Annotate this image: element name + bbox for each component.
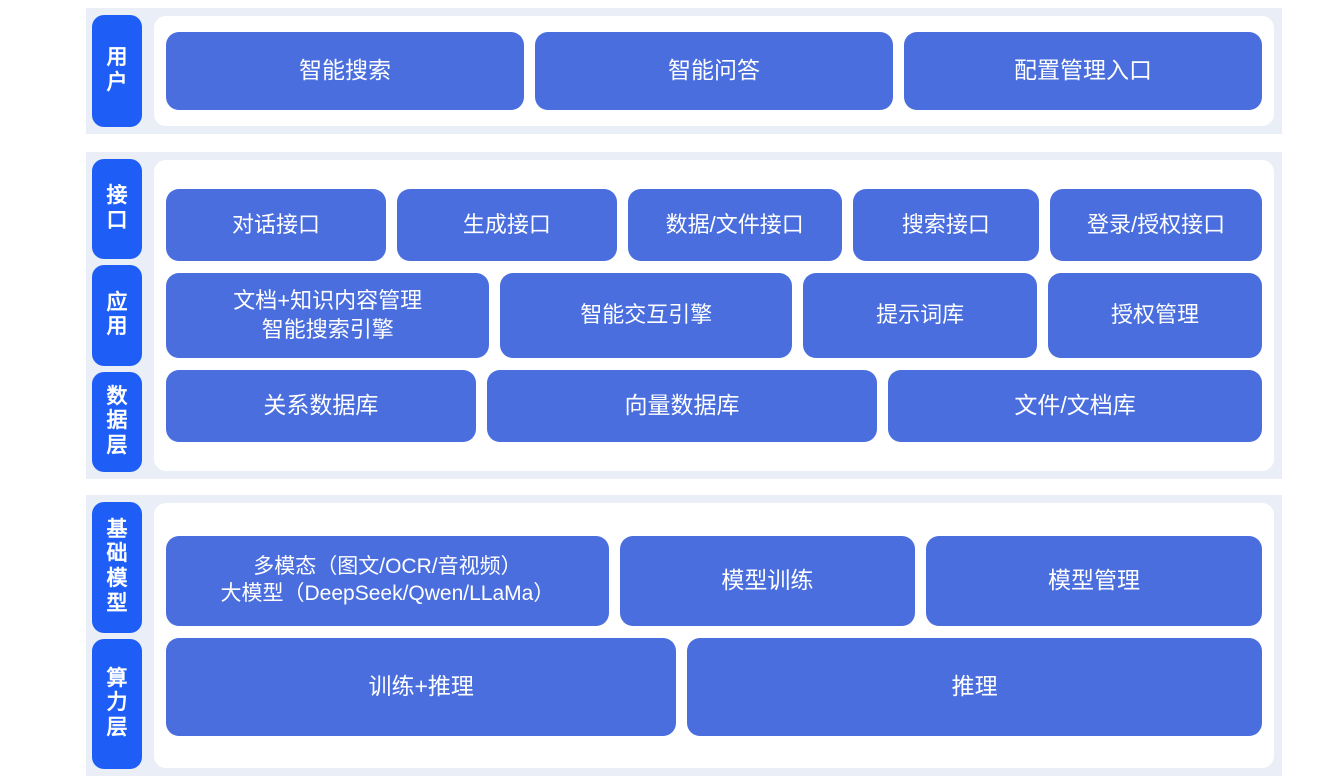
side-label-compute-layer-text: 算力层 xyxy=(106,666,128,740)
row-interface: 对话接口 生成接口 数据/文件接口 搜索接口 登录/授权接口 xyxy=(166,189,1262,261)
side-label-user-text: 用户 xyxy=(106,46,128,94)
card-model-training[interactable]: 模型训练 xyxy=(619,535,915,626)
label-rail-middle: 接口 应用 数据层 xyxy=(86,152,148,479)
card-data-file-api[interactable]: 数据/文件接口 xyxy=(627,189,842,261)
card-multimodal-large-model[interactable]: 多模态（图文/OCR/音视频） 大模型（DeepSeek/Qwen/LLaMa） xyxy=(166,535,609,626)
panel-middle: 对话接口 生成接口 数据/文件接口 搜索接口 登录/授权接口 文档+知识内容管理… xyxy=(154,160,1274,471)
card-intelligent-qa[interactable]: 智能问答 xyxy=(535,32,893,110)
row-compute: 训练+推理 推理 xyxy=(166,637,1262,736)
card-training-inference[interactable]: 训练+推理 xyxy=(166,637,677,736)
panel-user: 智能搜索 智能问答 配置管理入口 xyxy=(154,16,1274,126)
side-label-foundation-model: 基础模型 xyxy=(92,502,142,633)
card-intelligent-interaction-engine[interactable]: 智能交互引擎 xyxy=(500,273,793,358)
side-label-interface: 接口 xyxy=(92,159,142,260)
card-intelligent-search[interactable]: 智能搜索 xyxy=(166,32,524,110)
side-label-compute-layer: 算力层 xyxy=(92,638,142,769)
card-generation-api[interactable]: 生成接口 xyxy=(396,189,617,261)
side-label-user: 用户 xyxy=(92,15,142,127)
side-label-application-text: 应用 xyxy=(106,290,128,339)
side-label-data-layer-text: 数据层 xyxy=(106,384,128,458)
row-data: 关系数据库 向量数据库 文件/文档库 xyxy=(166,370,1262,442)
row-application: 文档+知识内容管理 智能搜索引擎 智能交互引擎 提示词库 授权管理 xyxy=(166,273,1262,358)
label-rail-user: 用户 xyxy=(86,8,148,134)
card-search-api[interactable]: 搜索接口 xyxy=(852,189,1040,261)
card-vector-database[interactable]: 向量数据库 xyxy=(486,370,878,442)
row-model: 多模态（图文/OCR/音视频） 大模型（DeepSeek/Qwen/LLaMa）… xyxy=(166,535,1263,626)
card-model-management[interactable]: 模型管理 xyxy=(925,535,1263,626)
card-login-auth-api[interactable]: 登录/授权接口 xyxy=(1050,189,1262,261)
card-document-knowledge-management[interactable]: 文档+知识内容管理 智能搜索引擎 xyxy=(166,273,490,358)
section-base: 基础模型 算力层 多模态（图文/OCR/音视频） 大模型（DeepSeek/Qw… xyxy=(86,495,1282,776)
card-prompt-library[interactable]: 提示词库 xyxy=(803,273,1038,358)
section-user: 用户 智能搜索 智能问答 配置管理入口 xyxy=(86,8,1282,134)
card-file-document-store[interactable]: 文件/文档库 xyxy=(888,370,1262,442)
row-user: 智能搜索 智能问答 配置管理入口 xyxy=(166,32,1262,110)
card-inference[interactable]: 推理 xyxy=(687,637,1262,736)
side-label-data-layer: 数据层 xyxy=(92,371,142,472)
card-config-management-entry[interactable]: 配置管理入口 xyxy=(904,32,1262,110)
side-label-foundation-model-text: 基础模型 xyxy=(106,517,128,616)
label-rail-base: 基础模型 算力层 xyxy=(86,495,148,776)
card-dialog-api[interactable]: 对话接口 xyxy=(166,189,386,261)
side-label-application: 应用 xyxy=(92,265,142,366)
card-relational-database[interactable]: 关系数据库 xyxy=(166,370,476,442)
side-label-interface-text: 接口 xyxy=(106,184,128,233)
panel-base: 多模态（图文/OCR/音视频） 大模型（DeepSeek/Qwen/LLaMa）… xyxy=(154,503,1274,768)
card-authorization-management[interactable]: 授权管理 xyxy=(1048,273,1262,358)
section-middle: 接口 应用 数据层 对话接口 生成接口 数据/文件接口 搜索接口 登录/授权接口… xyxy=(86,152,1282,479)
